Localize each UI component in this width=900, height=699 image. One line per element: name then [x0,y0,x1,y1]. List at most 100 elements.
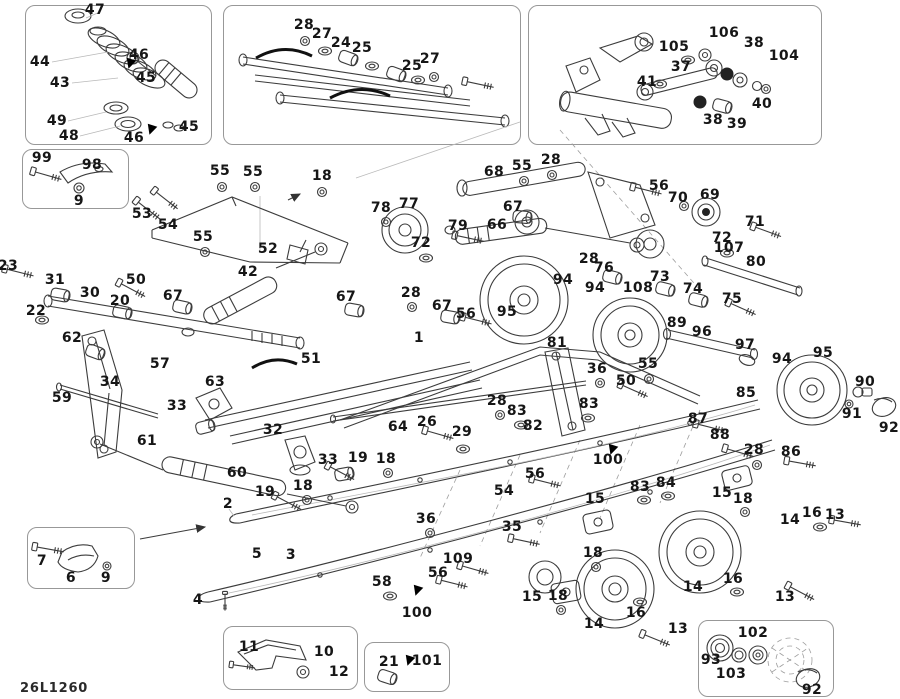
part-callout-46: 46 [123,130,145,146]
part-callout-86: 86 [780,444,802,460]
part-callout-27: 27 [419,51,441,67]
part-callout-100: 100 [401,605,433,621]
part-callout-55: 55 [192,229,214,245]
part-callout-81: 81 [546,335,568,351]
part-callout-14: 14 [779,512,801,528]
part-callout-67: 67 [162,288,184,304]
part-callout-72: 72 [711,230,733,246]
part-callout-66: 66 [486,217,508,233]
part-callout-63: 63 [204,374,226,390]
part-callout-96: 96 [691,324,713,340]
part-callout-78: 78 [370,200,392,216]
part-callout-22: 22 [25,303,47,319]
part-callout-71: 71 [744,214,766,230]
part-callout-54: 54 [157,217,179,233]
part-callout-18: 18 [311,168,333,184]
part-callout-91: 91 [841,406,863,422]
part-callout-89: 89 [666,315,688,331]
part-callout-67: 67 [335,289,357,305]
part-callout-70: 70 [667,190,689,206]
part-callout-3: 3 [285,547,297,563]
part-callout-15: 15 [711,485,733,501]
part-callout-28: 28 [293,17,315,33]
part-callout-57: 57 [149,356,171,372]
part-callout-67: 67 [431,298,453,314]
part-callout-32: 32 [262,422,284,438]
part-callout-47: 47 [84,2,106,18]
drawing-code: 26L1260 [20,681,89,696]
part-callout-68: 68 [483,164,505,180]
part-callout-40: 40 [751,96,773,112]
part-callout-60: 60 [226,465,248,481]
part-callout-37: 37 [670,59,692,75]
part-callout-74: 74 [682,281,704,297]
part-callout-55: 55 [209,163,231,179]
part-callout-50: 50 [125,272,147,288]
inset-bumper [223,626,358,690]
part-callout-83: 83 [629,479,651,495]
part-callout-21: 21 [378,654,400,670]
part-callout-54: 54 [493,483,515,499]
part-callout-4: 4 [192,592,204,608]
part-callout-77: 77 [398,196,420,212]
part-callout-92: 92 [878,420,900,436]
part-callout-48: 48 [58,128,80,144]
part-callout-55: 55 [637,356,659,372]
part-callout-103: 103 [715,666,747,682]
part-callout-30: 30 [79,285,101,301]
part-callout-9: 9 [100,570,112,586]
part-callout-95: 95 [496,304,518,320]
part-callout-28: 28 [486,393,508,409]
part-callout-106: 106 [708,25,740,41]
part-callout-27: 27 [311,26,333,42]
part-callout-28: 28 [400,285,422,301]
part-callout-42: 42 [237,264,259,280]
part-callout-1: 1 [413,330,425,346]
part-callout-16: 16 [625,605,647,621]
part-callout-72: 72 [410,235,432,251]
part-callout-94: 94 [771,351,793,367]
part-callout-67: 67 [502,199,524,215]
inset-linkage [528,5,822,145]
part-callout-19: 19 [347,450,369,466]
part-callout-33: 33 [317,452,339,468]
part-callout-18: 18 [582,545,604,561]
part-callout-100: 100 [592,452,624,468]
part-callout-102: 102 [737,625,769,641]
part-callout-59: 59 [51,390,73,406]
part-callout-16: 16 [722,571,744,587]
part-callout-5: 5 [251,546,263,562]
part-callout-53: 53 [131,206,153,222]
part-callout-14: 14 [682,579,704,595]
part-callout-88: 88 [709,427,731,443]
part-callout-28: 28 [743,442,765,458]
part-callout-36: 36 [415,511,437,527]
part-callout-82: 82 [522,418,544,434]
part-callout-18: 18 [732,491,754,507]
part-callout-93: 93 [700,652,722,668]
part-callout-13: 13 [774,589,796,605]
part-callout-41: 41 [636,74,658,90]
part-callout-62: 62 [61,330,83,346]
part-callout-43: 43 [49,75,71,91]
part-callout-7: 7 [36,553,48,569]
part-callout-23: 23 [0,258,19,274]
part-callout-85: 85 [735,385,757,401]
part-callout-50: 50 [615,373,637,389]
part-callout-87: 87 [687,411,709,427]
part-callout-15: 15 [521,589,543,605]
part-callout-14: 14 [583,616,605,632]
part-callout-69: 69 [699,187,721,203]
part-callout-19: 19 [254,484,276,500]
part-callout-39: 39 [726,116,748,132]
part-callout-55: 55 [511,158,533,174]
part-callout-38: 38 [702,112,724,128]
part-callout-12: 12 [328,664,350,680]
part-callout-56: 56 [455,306,477,322]
part-callout-64: 64 [387,419,409,435]
part-callout-83: 83 [506,403,528,419]
part-callout-24: 24 [330,35,352,51]
part-callout-34: 34 [99,374,121,390]
part-callout-13: 13 [824,507,846,523]
part-callout-25: 25 [351,40,373,56]
